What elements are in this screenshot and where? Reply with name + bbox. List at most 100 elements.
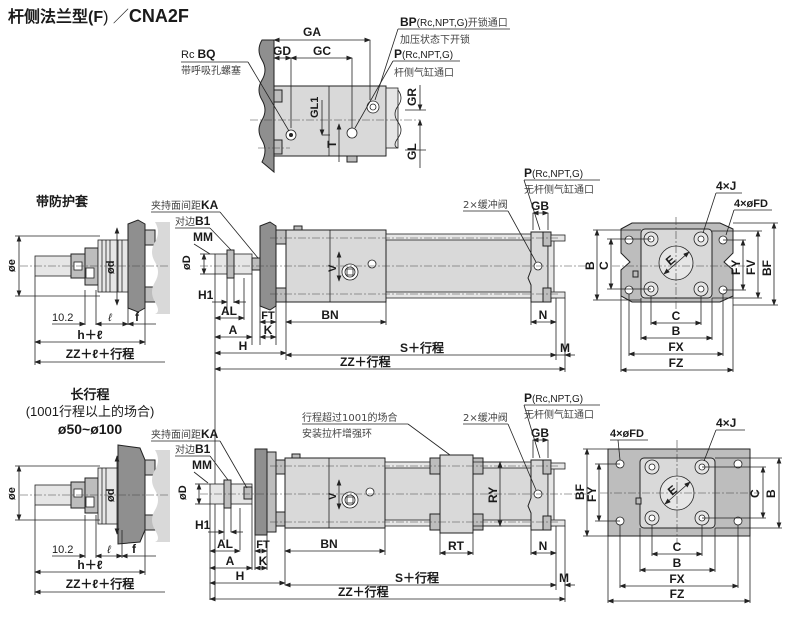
long-dim-zz-stroke: ZZ＋行程: [338, 584, 389, 599]
bp-label: BP(Rc,NPT,G)开锁通口: [400, 15, 508, 29]
dim-4xfd: 4×øFD: [734, 198, 768, 210]
long-dim-fx: FX: [669, 572, 684, 586]
side-p-spec: (Rc,NPT,G): [532, 169, 583, 180]
long-dim-bn: BN: [320, 537, 337, 551]
long-side-p-label: P(Rc,NPT,G): [524, 391, 583, 405]
dim-fy: FY: [729, 260, 743, 275]
long-ka-label: 夹持面间距KA: [151, 427, 219, 441]
long-end-dim-b-vertical: B: [764, 489, 778, 498]
title-model: CNA2F: [129, 6, 189, 26]
title-suffix: ) ／: [103, 9, 129, 26]
long-dim-od: ød: [105, 489, 117, 502]
long-dim-oe: øe: [6, 487, 18, 500]
bp-desc: 开锁通口: [468, 16, 508, 29]
tie-rod: [385, 233, 532, 241]
end-dim-b: B: [672, 324, 681, 338]
side-p-note: 无杆侧气缸通口: [524, 183, 594, 196]
dim-gl1: GL1: [309, 97, 321, 118]
long-end-dim-b: B: [673, 556, 682, 570]
dim-l: ℓ: [107, 312, 112, 324]
side-view: øD H1 AL A FT K H BN V N S＋行程 M: [151, 166, 600, 600]
lock-body: [273, 85, 387, 157]
boot-view: 带防护套 øe ød 10.2 ℓ f h＋ℓ: [6, 194, 170, 365]
top-p-label: P(Rc,NPT,G): [394, 47, 453, 61]
dim-h: H: [239, 339, 248, 353]
end-dim-c: C: [672, 309, 681, 323]
long-stroke-side-view: øD H1 AL A FT K H BN V RT RY: [151, 391, 600, 602]
long-dim-al: AL: [217, 537, 233, 551]
ka-label: 夹持面间距KA: [151, 198, 219, 212]
rc-bq-note: 带呼吸孔螺塞: [181, 64, 241, 77]
long-dim-s-stroke: S＋行程: [395, 570, 439, 585]
long-dim-a: A: [226, 554, 235, 568]
top-p-note: 杆侧气缸通口: [394, 66, 454, 79]
long-stroke-end-view: E BF FY C B C B FX FZ 4×øFD: [573, 416, 782, 604]
b1-label: 对边B1: [175, 214, 211, 228]
long-dim-oD: øD: [177, 485, 189, 500]
dim-n: N: [539, 308, 548, 322]
bp-spec: (Rc,NPT,G): [417, 18, 468, 29]
cushion-valve-label: 2×缓冲阀: [463, 198, 508, 211]
dim-ft: FT: [261, 310, 275, 322]
dim-al: AL: [221, 304, 237, 318]
dim-f: f: [135, 310, 140, 324]
dim-zz-stroke: ZZ＋行程: [340, 354, 391, 369]
side-p-code: P: [524, 166, 532, 180]
dim-oe: øe: [6, 259, 18, 272]
dim-fx: FX: [668, 340, 683, 354]
long-dim-m: M: [559, 571, 569, 585]
end-dim-b-vertical: B: [583, 261, 597, 270]
dim-ga: GA: [303, 25, 321, 39]
end-dim-c-vertical: C: [597, 261, 611, 270]
dim-mm: MM: [193, 230, 213, 244]
dim-4xj: 4×J: [716, 179, 736, 193]
rc-bq-label: Rc BQ: [181, 47, 216, 61]
long-dim-zz-l-stroke: ZZ＋ℓ＋行程: [66, 576, 135, 591]
dim-rt: RT: [448, 539, 465, 553]
side-p-label: P(Rc,NPT,G): [524, 166, 583, 180]
long-cushion-valve-label: 2×缓冲阀: [463, 411, 508, 424]
long-stroke-title-3: ø50~ø100: [58, 421, 122, 437]
b1-code: B1: [195, 214, 211, 228]
flange-section: [258, 39, 275, 174]
long-stroke-boot-view: 长行程 (1001行程以上的场合) ø50~ø100 øe ød 10.2 ℓ …: [6, 387, 170, 595]
dim-t: T: [325, 140, 339, 148]
long-dim-h-l: h＋ℓ: [77, 558, 102, 572]
dim-a: A: [229, 323, 238, 337]
top-lock-view: GA GD GC GL1 T GR GL Rc BQ 带呼吸孔螺塞 BP(Rc,…: [181, 15, 510, 174]
long-dim-10-2: 10.2: [52, 544, 73, 556]
long-b1-label-text: 对边: [175, 443, 195, 456]
dim-od: ød: [105, 261, 117, 274]
long-dim-h: H: [236, 569, 245, 583]
title-code: F: [93, 9, 103, 26]
long-dim-f: f: [132, 542, 137, 556]
dim-m: M: [560, 341, 570, 355]
long-dim-mm: MM: [192, 458, 212, 472]
title-prefix: 杆侧法兰型(: [8, 7, 94, 26]
long-dim-v: V: [327, 492, 339, 500]
long-dim-n: N: [539, 539, 548, 553]
long-dim-4xj: 4×J: [716, 416, 736, 430]
long-dim-l: ℓ: [106, 544, 111, 556]
long-dim-ft: FT: [256, 539, 270, 551]
dim-h-l: h＋ℓ: [77, 328, 102, 342]
long-dim-k: K: [259, 554, 268, 568]
dim-gl: GL: [405, 143, 419, 160]
long-ka-code: KA: [201, 427, 219, 441]
page-title: 杆侧法兰型(F) ／CNA2F: [8, 6, 189, 26]
long-end-dim-c-vertical: C: [748, 489, 762, 498]
dim-10-2: 10.2: [52, 312, 73, 324]
top-p-code: P: [394, 47, 402, 61]
dim-gd: GD: [273, 44, 291, 58]
dim-zz-l-stroke: ZZ＋ℓ＋行程: [66, 346, 135, 361]
dim-gb: GB: [531, 199, 549, 213]
dim-bn: BN: [321, 308, 338, 322]
dim-s-stroke-text: S＋行程: [400, 340, 444, 355]
long-stroke-title-2: (1001行程以上的场合): [26, 404, 155, 419]
boot-view-title: 带防护套: [36, 194, 89, 209]
long-end-dim-c: C: [673, 540, 682, 554]
long-dim-fz: FZ: [670, 587, 685, 601]
dim-fv: FV: [744, 260, 758, 275]
bp-note: 加压状态下开锁: [400, 33, 470, 46]
